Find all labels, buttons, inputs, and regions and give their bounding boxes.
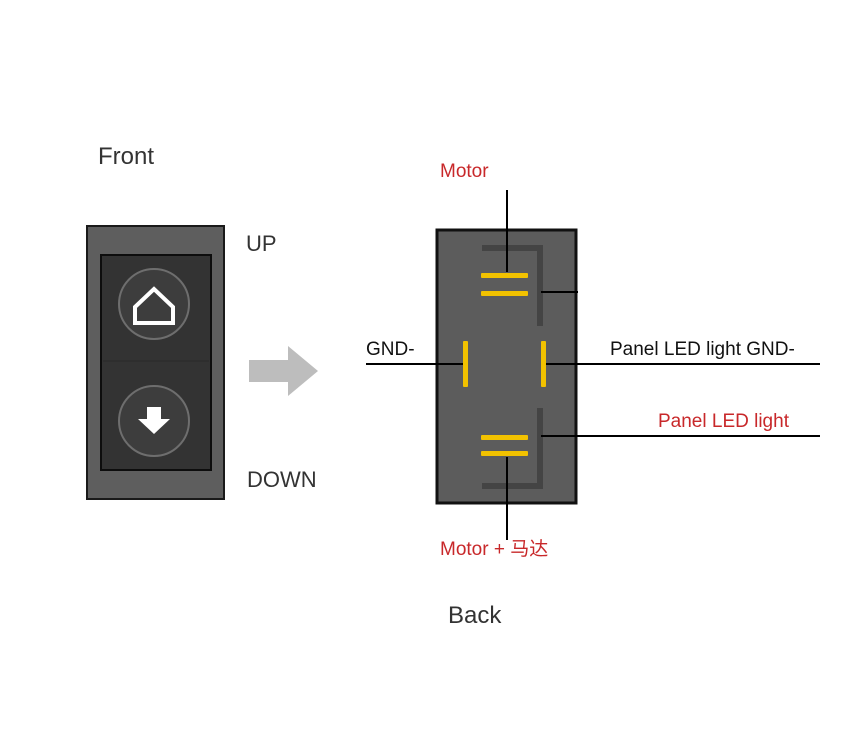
direction-arrow-icon	[249, 346, 318, 396]
panel-led-label: Panel LED light	[658, 411, 789, 432]
gnd-label: GND-	[366, 339, 415, 360]
pin-motor-bottom-a	[481, 435, 528, 440]
pin-panel-led-gnd	[541, 341, 546, 387]
front-switch	[86, 225, 225, 500]
down-label: DOWN	[247, 467, 317, 492]
wires	[366, 190, 820, 540]
motor-bottom-label: Motor + 马达	[440, 539, 549, 560]
pin-motor-top-b	[481, 291, 528, 296]
arrow-down-icon	[138, 407, 170, 434]
pin-motor-bottom-b	[481, 451, 528, 456]
pin-gnd	[463, 341, 468, 387]
panel-led-gnd-label: Panel LED light GND-	[610, 339, 795, 360]
back-title: Back	[448, 602, 502, 629]
pin-motor-top-a	[481, 273, 528, 278]
up-label: UP	[246, 231, 277, 256]
front-title: Front	[98, 143, 155, 170]
up-button-circle	[118, 268, 190, 340]
motor-top-label: Motor	[440, 161, 489, 182]
house-icon	[133, 286, 175, 325]
